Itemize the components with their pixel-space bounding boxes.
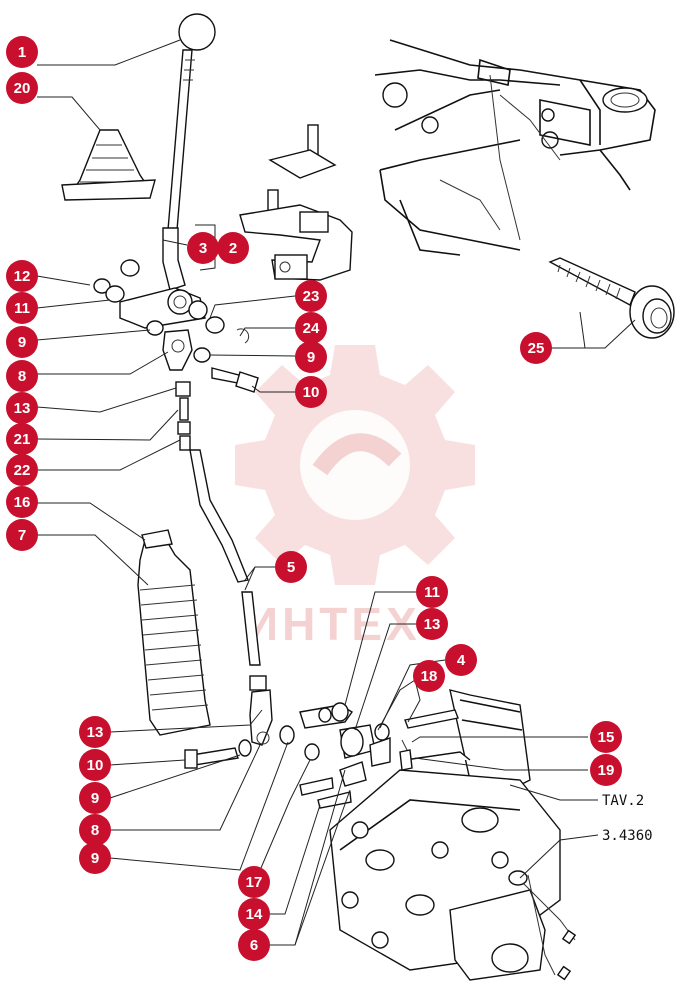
svg-text:4: 4 xyxy=(457,652,466,669)
ref-code: 3.4360 xyxy=(602,828,653,844)
valve-block xyxy=(329,689,577,981)
svg-text:8: 8 xyxy=(18,368,26,385)
svg-text:25: 25 xyxy=(528,340,545,357)
callout-9: 9 xyxy=(6,326,38,358)
callout-23: 23 xyxy=(295,280,327,312)
callout-7: 7 xyxy=(6,519,38,551)
rod-5 xyxy=(175,381,273,746)
svg-text:9: 9 xyxy=(18,334,26,351)
callout-25: 25 xyxy=(520,332,552,364)
svg-text:8: 8 xyxy=(91,822,99,839)
pivot-assembly xyxy=(93,259,259,393)
callout-12: 12 xyxy=(6,260,38,292)
callout-5: 5 xyxy=(275,551,307,583)
callout-20: 20 xyxy=(6,72,38,104)
svg-text:24: 24 xyxy=(303,320,320,337)
svg-text:9: 9 xyxy=(91,790,99,807)
gear-lever xyxy=(162,13,216,291)
callout-13: 13 xyxy=(79,716,111,748)
callout-15: 15 xyxy=(590,721,622,753)
svg-text:11: 11 xyxy=(14,300,30,317)
callout-1: 1 xyxy=(6,36,38,68)
callout-16: 16 xyxy=(6,486,38,518)
svg-text:22: 22 xyxy=(14,462,31,479)
valve-linkage xyxy=(299,702,459,809)
boot-7 xyxy=(137,529,211,736)
svg-text:17: 17 xyxy=(246,874,263,891)
svg-text:16: 16 xyxy=(14,494,31,511)
svg-text:18: 18 xyxy=(421,668,438,685)
svg-text:20: 20 xyxy=(14,80,31,97)
svg-text:2: 2 xyxy=(229,240,237,257)
callout-24: 24 xyxy=(295,312,327,344)
callout-11: 11 xyxy=(6,292,38,324)
svg-text:14: 14 xyxy=(246,906,263,923)
callout-22: 22 xyxy=(6,454,38,486)
callout-6: 6 xyxy=(238,929,270,961)
svg-text:19: 19 xyxy=(598,762,615,779)
gaiter-20 xyxy=(61,129,156,201)
svg-text:6: 6 xyxy=(250,937,258,954)
callout-8: 8 xyxy=(79,814,111,846)
callout-10: 10 xyxy=(79,749,111,781)
callout-9: 9 xyxy=(79,782,111,814)
svg-text:21: 21 xyxy=(14,431,31,448)
callout-13: 13 xyxy=(416,608,448,640)
svg-text:11: 11 xyxy=(424,584,440,601)
svg-text:5: 5 xyxy=(287,559,295,576)
callout-11: 11 xyxy=(416,576,448,608)
tractor-frame xyxy=(374,39,656,256)
svg-text:23: 23 xyxy=(303,288,320,305)
callout-14: 14 xyxy=(238,898,270,930)
svg-text:3: 3 xyxy=(199,240,207,257)
svg-text:1: 1 xyxy=(18,44,26,61)
callout-19: 19 xyxy=(590,754,622,786)
callout-10: 10 xyxy=(295,376,327,408)
callout-13: 13 xyxy=(6,392,38,424)
svg-text:13: 13 xyxy=(87,724,104,741)
callout-9: 9 xyxy=(79,842,111,874)
svg-text:7: 7 xyxy=(18,527,26,544)
watermark-text: ИНТЕХ xyxy=(245,598,421,650)
svg-text:10: 10 xyxy=(303,384,320,401)
svg-text:15: 15 xyxy=(598,729,615,746)
ref-tav: TAV.2 xyxy=(602,793,644,809)
callout-21: 21 xyxy=(6,423,38,455)
svg-text:10: 10 xyxy=(87,757,104,774)
svg-text:13: 13 xyxy=(424,616,441,633)
callout-2: 2 xyxy=(217,232,249,264)
svg-text:12: 12 xyxy=(14,268,31,285)
svg-text:9: 9 xyxy=(91,850,99,867)
svg-text:9: 9 xyxy=(307,349,315,366)
shift-bracket xyxy=(239,124,353,281)
callout-3: 3 xyxy=(187,232,219,264)
svg-text:13: 13 xyxy=(14,400,31,417)
boot-25 xyxy=(548,257,675,339)
callout-4: 4 xyxy=(445,644,477,676)
callout-18: 18 xyxy=(413,660,445,692)
callout-17: 17 xyxy=(238,866,270,898)
callout-8: 8 xyxy=(6,360,38,392)
callout-9: 9 xyxy=(295,341,327,373)
watermark-logo: ИНТЕХ xyxy=(235,345,475,650)
callouts: 1 20 3 2 12 11 9 8 13 21 22 16 7 23 24 9… xyxy=(6,36,622,961)
bottom-bolt-set xyxy=(184,725,295,769)
